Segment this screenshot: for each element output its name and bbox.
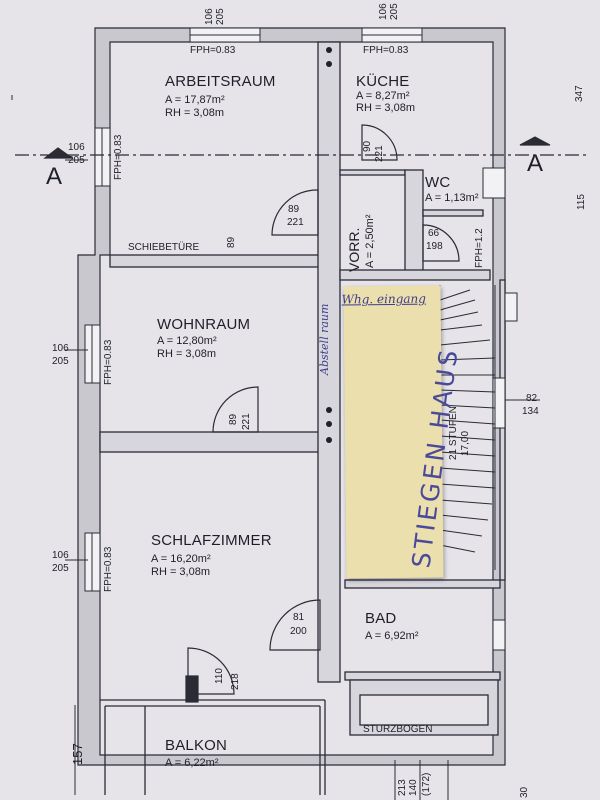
dim-left2-h: 205 [52, 356, 69, 367]
dim-balkon: 157 [70, 743, 85, 765]
dim-bottom-2: 140 [408, 779, 419, 796]
dim-right-edge-2: 115 [576, 194, 587, 210]
room-balkon-name: BALKON [165, 737, 228, 754]
room-kueche-name: KÜCHE [356, 73, 410, 90]
dim-left1-w: 106 [68, 142, 85, 153]
dim-top-right-h: 205 [389, 3, 400, 20]
fph-label-top-right: FPH=0.83 [363, 45, 409, 56]
door-wc-w: 66 [428, 228, 440, 239]
room-vorraum-area: A = 2,50m² [364, 214, 376, 268]
dim-bottom-right: 30 [519, 786, 530, 798]
windows [84, 27, 518, 651]
dim-top-left-w: 106 [204, 8, 215, 25]
dim-top-right-w: 106 [378, 3, 389, 20]
schiebetuere-label: SCHIEBETÜRE [128, 242, 200, 253]
door-arbeit-h: 221 [287, 217, 304, 228]
dim-bottom-1: 213 [397, 779, 408, 796]
fph-label-wc: FPH=1.2 [474, 228, 485, 268]
fph-label-top-left: FPH=0.83 [190, 45, 236, 56]
room-schlafzimmer-area: A = 16,20m² [151, 553, 211, 565]
door-bad-w: 81 [293, 612, 305, 623]
room-arbeitsraum-rh: RH = 3,08m [165, 107, 224, 119]
room-wc-name: WC [425, 174, 451, 191]
handwritten-side-note: Abstell raum [318, 303, 331, 375]
stairs-ratio-label: 17,00 [460, 430, 471, 456]
door-schlaf-w: 110 [214, 668, 225, 684]
dim-left3-w: 106 [52, 550, 69, 561]
door-swings [185, 124, 460, 703]
dimension-lines [11, 95, 540, 800]
room-kueche-rh: RH = 3,08m [356, 102, 415, 114]
door-kueche-h: 221 [374, 145, 385, 162]
room-bad-area: A = 6,92m² [365, 630, 419, 642]
room-balkon-area: A = 6,22m² [165, 757, 219, 769]
door-arbeit-w: 89 [288, 204, 300, 215]
section-line [15, 136, 590, 159]
fph-label-left-3: FPH=0.83 [103, 546, 114, 592]
room-wohnraum-name: WOHNRAUM [157, 316, 251, 333]
dim-left3-h: 205 [52, 563, 69, 574]
room-arbeitsraum-name: ARBEITSRAUM [165, 73, 276, 90]
room-vorraum-name: VORR. [346, 227, 362, 272]
sturzbogen-label: STURZBOGEN [363, 724, 433, 735]
dim-left1-h: 205 [68, 155, 85, 166]
dim-right-edge: 347 [574, 85, 585, 102]
section-marker-right: A [527, 150, 544, 177]
dim-right-w: 82 [526, 393, 538, 404]
room-arbeitsraum-area: A = 17,87m² [165, 94, 225, 106]
sticky-note: Whg. eingang STIEGEN HAUS [341, 285, 464, 579]
fph-label-left-2: FPH=0.83 [103, 339, 114, 385]
shaft-markers [326, 47, 332, 443]
section-marker-left: A [46, 163, 63, 190]
door-schlaf-h: 218 [230, 673, 241, 690]
dim-right-h: 134 [522, 406, 539, 417]
door-wc-h: 198 [426, 241, 443, 252]
dim-top-left-h: 205 [215, 8, 226, 25]
sticky-note-title: Whg. eingang [341, 291, 426, 307]
inner-walls [99, 41, 506, 795]
door-wohn-w: 89 [228, 413, 239, 425]
door-kueche-w: 90 [362, 140, 373, 152]
room-schlafzimmer-name: SCHLAFZIMMER [151, 532, 272, 549]
room-wohnraum-area: A = 12,80m² [157, 335, 217, 347]
room-schlafzimmer-rh: RH = 3,08m [151, 566, 210, 578]
dim-bottom-3: (172) [421, 772, 432, 796]
room-wc-area: A = 1,13m² [425, 192, 479, 204]
room-bad-name: BAD [365, 610, 397, 627]
door-wohn-h: 221 [241, 413, 252, 430]
schiebetuere-width: 89 [226, 236, 237, 248]
room-wohnraum-rh: RH = 3,08m [157, 348, 216, 360]
room-kueche-area: A = 8,27m² [356, 90, 410, 102]
fph-label-left-1: FPH=0.83 [113, 134, 124, 180]
dim-left2-w: 106 [52, 343, 69, 354]
door-bad-h: 200 [290, 626, 307, 637]
